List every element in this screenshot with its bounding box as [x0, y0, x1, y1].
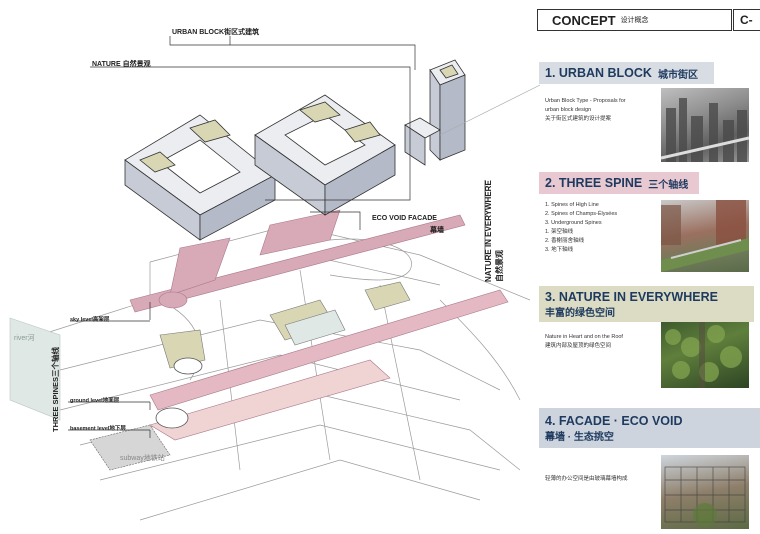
section-leader-line — [440, 80, 540, 140]
section-urban-block-desc: Urban Block Type - Proposals for urban b… — [545, 97, 660, 124]
desc-line: 3. Underground Spines — [545, 219, 660, 228]
page-code: C- — [733, 9, 760, 31]
section-title: 3. NATURE IN EVERYWHERE — [545, 290, 718, 304]
section-title-zh: 丰富的绿色空间 — [545, 304, 615, 319]
concept-title-zh: 设计概念 — [621, 15, 649, 25]
section-urban-block-header: 1. URBAN BLOCK 城市街区 — [539, 62, 714, 84]
nature-everywhere-label: NATURE IN EVERYWHERE — [484, 180, 493, 282]
desc-line: Nature in Heart and on the Roof — [545, 333, 660, 342]
section-title-zh: 城市街区 — [658, 66, 698, 81]
green-facade-photo — [661, 322, 749, 388]
section-nature-desc: Nature in Heart and on the Roof 建筑内部及屋顶的… — [545, 333, 660, 351]
eco-void-zh-label: 幕墙 — [430, 225, 444, 235]
section-facade-header: 4. FACADE · ECO VOID 幕墙 · 生态挑空 — [539, 408, 760, 448]
desc-line: 建筑内部及屋顶的绿色空间 — [545, 342, 660, 351]
desc-line: 3. 地下轴线 — [545, 246, 660, 255]
section-title: 4. FACADE · ECO VOID — [545, 414, 683, 428]
desc-line: 1. 架空轴线 — [545, 228, 660, 237]
desc-line: 关于街区式建筑的设计提案 — [545, 115, 660, 124]
section-nature-header: 3. NATURE IN EVERYWHERE 丰富的绿色空间 — [539, 286, 754, 322]
subway-label: subway地铁站 — [120, 453, 165, 463]
ground-level-label: ground level地面层 — [70, 396, 119, 404]
section-facade-desc: 轻薄的办公空间是由玻璃幕墙构成 — [545, 475, 660, 484]
concept-title: CONCEPT — [552, 13, 616, 28]
desc-line: 1. Spines of High Line — [545, 201, 660, 210]
eco-void-label: ECO VOID FACADE — [372, 215, 437, 222]
urban-block-photo — [661, 88, 749, 162]
river-label: river河 — [14, 333, 35, 343]
three-spines-label: THREE SPINES三个轴线 — [50, 347, 61, 432]
concept-header: CONCEPT 设计概念 — [537, 9, 732, 31]
glass-facade-photo — [661, 455, 749, 529]
nature-label: NATURE 自然景观 — [92, 59, 151, 69]
basement-level-label: basement level地下层 — [70, 424, 126, 432]
desc-line: Urban Block Type - Proposals for — [545, 97, 660, 106]
desc-line: urban block design — [545, 106, 660, 115]
section-three-spine-desc: 1. Spines of High Line 2. Spines of Cham… — [545, 201, 660, 255]
section-three-spine-header: 2. THREE SPINE 三个轴线 — [539, 172, 699, 194]
nature-everywhere-zh-label: 自然景观 — [494, 250, 505, 282]
desc-line: 轻薄的办公空间是由玻璃幕墙构成 — [545, 475, 660, 484]
section-title-zh: 幕墙 · 生态挑空 — [545, 428, 614, 443]
section-title-zh: 三个轴线 — [648, 176, 688, 191]
high-line-photo — [661, 200, 749, 272]
desc-line: 2. Spines of Champs-Élysées — [545, 210, 660, 219]
urban-block-buildings — [125, 60, 465, 240]
urban-block-label: URBAN BLOCK街区式建筑 — [172, 27, 259, 37]
section-title: 1. URBAN BLOCK — [545, 66, 652, 80]
section-title: 2. THREE SPINE — [545, 176, 642, 190]
sky-level-label: sky level高架层 — [70, 315, 109, 323]
desc-line: 2. 香榭丽舍轴线 — [545, 237, 660, 246]
